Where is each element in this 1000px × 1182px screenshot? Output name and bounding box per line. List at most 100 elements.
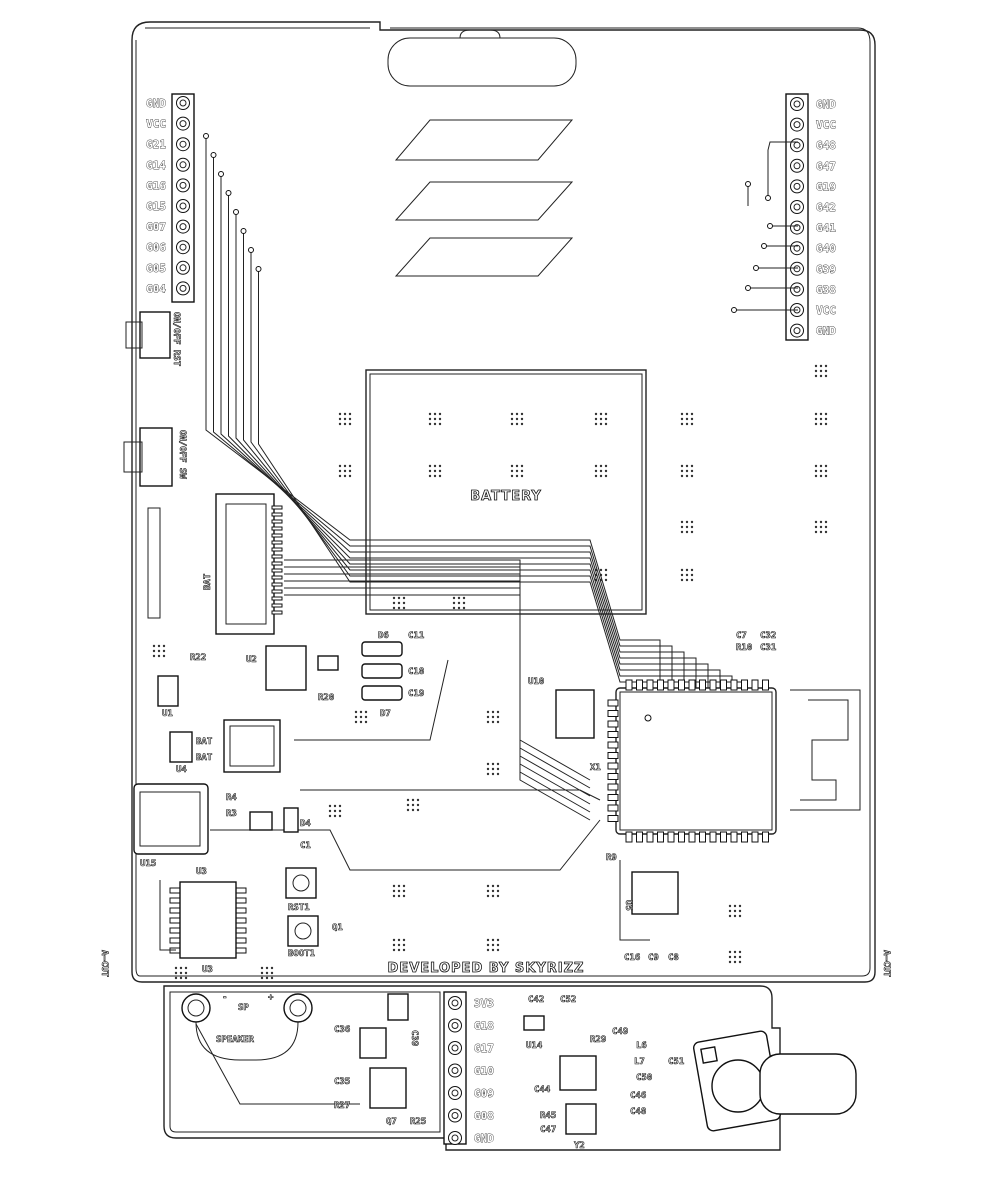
module-pin <box>607 710 619 717</box>
module-pin <box>741 679 748 691</box>
via <box>343 464 347 468</box>
header-pin[interactable] <box>790 117 804 132</box>
via <box>397 596 401 600</box>
via <box>343 422 347 426</box>
via <box>824 520 828 524</box>
via <box>819 374 823 378</box>
module-pin <box>607 794 619 801</box>
header-pin[interactable] <box>176 178 190 193</box>
header-pin[interactable] <box>448 996 462 1010</box>
speaker: SPEAKER SP - + <box>181 993 360 1105</box>
via <box>402 894 406 898</box>
battery-connector[interactable]: BAT <box>203 493 275 635</box>
via <box>402 943 406 947</box>
svg-text:C39: C39 <box>409 1030 419 1046</box>
header-pin[interactable] <box>790 261 804 276</box>
module-pin <box>607 773 619 780</box>
via <box>438 417 442 421</box>
via <box>733 950 737 954</box>
via <box>433 469 437 473</box>
via <box>824 364 828 368</box>
header-pin[interactable] <box>176 260 190 275</box>
via <box>814 520 818 524</box>
header-pin[interactable] <box>448 1063 462 1078</box>
boot-button[interactable]: BOOT1 Q1 <box>287 915 343 959</box>
via <box>397 948 401 952</box>
reset-button[interactable]: RST1 <box>285 867 317 913</box>
onoff-rst-switch[interactable]: ON/OFF RST <box>125 311 181 367</box>
via <box>680 525 684 529</box>
via <box>680 578 684 582</box>
svg-text:D4: D4 <box>300 819 311 829</box>
via <box>690 464 694 468</box>
bus-trace <box>284 594 591 821</box>
via <box>348 469 352 473</box>
svg-text:R27: R27 <box>334 1101 350 1111</box>
via <box>491 710 495 714</box>
bus-trace <box>159 880 176 951</box>
via <box>359 710 363 714</box>
usb-c-connector[interactable]: U15 <box>133 783 209 869</box>
header-pin[interactable] <box>448 1041 462 1055</box>
via <box>690 578 694 582</box>
via <box>491 720 495 724</box>
camera-module[interactable] <box>692 1030 857 1132</box>
header-pin[interactable] <box>790 282 804 297</box>
header-pin[interactable] <box>790 323 804 338</box>
right-pin-header[interactable] <box>785 93 809 341</box>
header-pin[interactable] <box>790 158 804 173</box>
sd-card-slot[interactable] <box>223 719 281 773</box>
via <box>814 464 818 468</box>
via <box>486 894 490 898</box>
header-pin[interactable] <box>790 220 804 235</box>
via <box>438 464 442 468</box>
via <box>738 914 742 918</box>
ic-u10: U10 <box>528 677 595 739</box>
header-pin[interactable] <box>176 240 190 255</box>
via <box>510 412 514 416</box>
via <box>510 464 514 468</box>
header-pin-label: G40 <box>816 242 836 255</box>
header-pin[interactable] <box>176 281 190 296</box>
header-pin-label: G15 <box>146 200 166 213</box>
header-pin[interactable] <box>176 96 190 110</box>
header-pin[interactable] <box>176 157 190 172</box>
header-pin[interactable] <box>176 116 190 131</box>
via <box>594 422 598 426</box>
onoff-switch[interactable]: ON/OFF SW <box>123 427 187 487</box>
header-pin[interactable] <box>176 199 190 213</box>
svg-text:R4: R4 <box>226 793 237 803</box>
header-pin[interactable] <box>448 1131 462 1145</box>
header-pin[interactable] <box>448 1086 462 1100</box>
header-pin-label: G04 <box>146 282 166 295</box>
header-pin[interactable] <box>176 219 190 234</box>
header-pin[interactable] <box>790 200 804 214</box>
header-pin[interactable] <box>448 1108 462 1123</box>
via <box>824 369 828 373</box>
via <box>338 469 342 473</box>
module-pin <box>607 815 619 822</box>
header-pin[interactable] <box>790 179 804 194</box>
via <box>685 530 689 534</box>
bottom-board-outline <box>163 985 781 1151</box>
ic-pin <box>169 927 181 934</box>
via <box>260 976 264 980</box>
via <box>179 976 183 980</box>
esp32-module[interactable] <box>615 687 861 835</box>
header-pin[interactable] <box>176 137 190 152</box>
header-pin[interactable] <box>448 1018 462 1033</box>
header-pin[interactable] <box>790 241 804 256</box>
header-pin-label: G07 <box>146 221 166 234</box>
via <box>416 798 420 802</box>
via <box>594 417 598 421</box>
via <box>348 412 352 416</box>
via <box>184 971 188 975</box>
header-pin[interactable] <box>790 138 804 153</box>
module-pin <box>751 679 759 691</box>
header-pin[interactable] <box>790 97 804 111</box>
via <box>496 720 500 724</box>
via <box>433 422 437 426</box>
via <box>338 814 342 818</box>
module-pin <box>607 783 619 791</box>
svg-text:BAT: BAT <box>196 737 213 747</box>
